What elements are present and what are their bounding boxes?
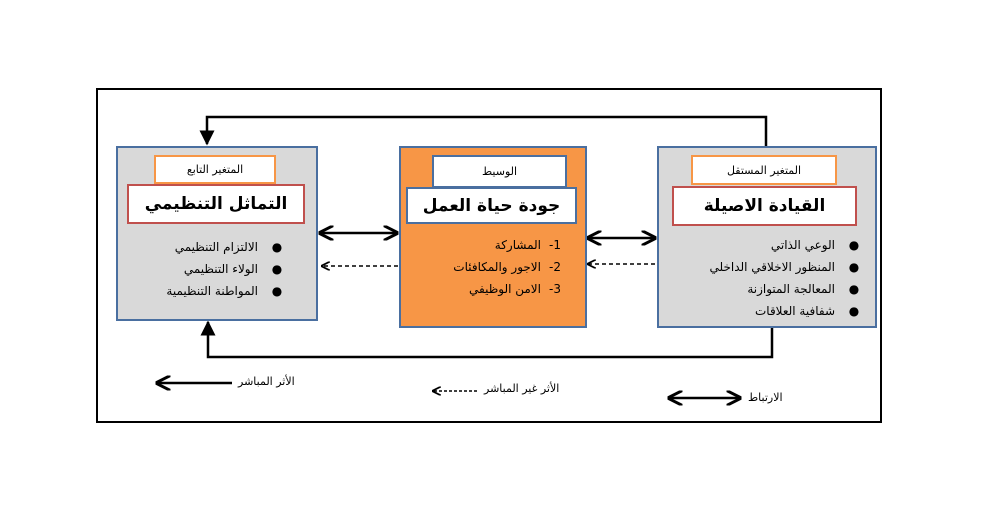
list-item: ●شفافية العلاقات: [675, 300, 865, 322]
list-item: ●المنظور الاخلاقي الداخلي: [675, 256, 865, 278]
independent-items: ●الوعي الذاتي ●المنظور الاخلاقي الداخلي …: [675, 234, 865, 322]
item-text: شفافية العلاقات: [754, 304, 835, 318]
top-connector: [199, 115, 774, 160]
mediator-items: -1 المشاركة -2 الاجور والمكافئات -3 الامن ا…: [411, 234, 571, 300]
diagram-frame: [96, 88, 882, 423]
list-item: ●المعالجة المتوازنة: [675, 278, 865, 300]
list-item: ●المواطنة التنظيمية: [138, 280, 288, 302]
list-item: -2 الاجور والمكافئات: [411, 256, 571, 278]
list-item: ●الولاء التنظيمي: [138, 258, 288, 280]
item-number: -3: [549, 282, 561, 296]
legend-correlation-label: الارتباط: [748, 391, 783, 404]
list-item: ●الالتزام التنظيمي: [138, 236, 288, 258]
item-number: -2: [549, 260, 561, 274]
item-text: المواطنة التنظيمية: [166, 284, 258, 298]
mediator-title: جودة حياة العمل: [406, 187, 577, 224]
item-text: المشاركة: [494, 238, 541, 252]
item-text: المعالجة المتوازنة: [747, 282, 835, 296]
item-text: الولاء التنظيمي: [183, 262, 258, 276]
dependent-label: المتغير التابع: [154, 155, 276, 184]
item-text: الالتزام التنظيمي: [174, 240, 258, 254]
dependent-items: ●الالتزام التنظيمي ●الولاء التنظيمي ●الم…: [138, 236, 288, 302]
item-text: الاجور والمكافئات: [453, 260, 541, 274]
mediator-label: الوسيط: [432, 155, 567, 188]
item-text: الوعي الذاتي: [770, 238, 835, 252]
dependent-title: التماثل التنظيمي: [127, 184, 305, 224]
item-text: المنظور الاخلاقي الداخلي: [709, 260, 835, 274]
independent-title: القيادة الاصيلة: [672, 186, 857, 226]
item-number: -1: [549, 238, 561, 252]
list-item: -1 المشاركة: [411, 234, 571, 256]
list-item: -3 الامن الوظيفي: [411, 278, 571, 300]
independent-label: المتغير المستقل: [691, 155, 837, 185]
item-text: الامن الوظيفي: [469, 282, 541, 296]
legend-direct-label: الأثر المباشر: [238, 375, 295, 388]
legend-indirect-label: الأثر غير المباشر: [484, 382, 560, 395]
bottom-direct-arrow: [200, 320, 774, 359]
list-item: ●الوعي الذاتي: [675, 234, 865, 256]
